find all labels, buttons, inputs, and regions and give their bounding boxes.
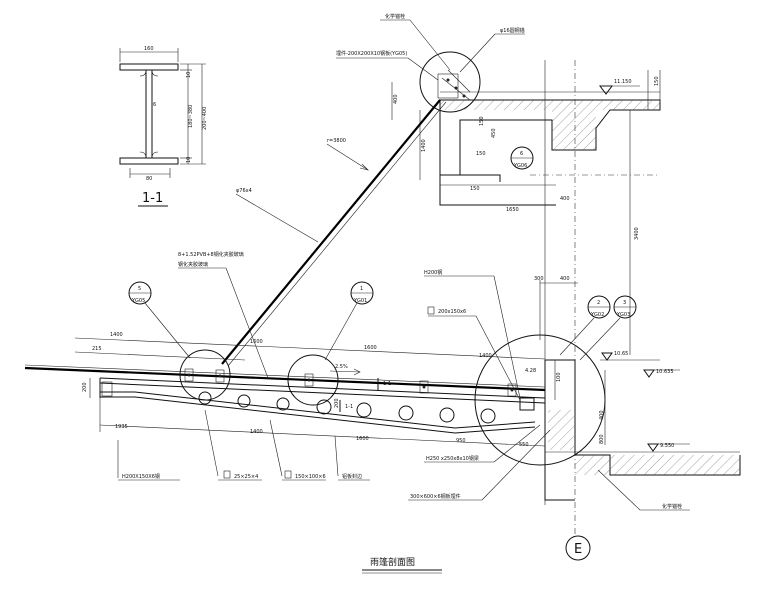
dim-215: 215 (92, 346, 102, 352)
dim-top-150c: 150 (470, 186, 480, 192)
callout-5-num: 5 (138, 286, 141, 292)
label-beam-top: H200钢 (424, 269, 442, 276)
callout-3-num: 3 (623, 300, 626, 306)
section-mark-1a: 1-1 (383, 381, 391, 387)
dim-200-mid: 200 (334, 398, 340, 408)
dim-400-v: 400 (599, 410, 605, 420)
label-top-plate: φ16圆钢锚 (500, 27, 525, 34)
dim-top-left-400: 400 (393, 94, 399, 104)
label-top-bolt: 化学锚栓 (385, 13, 405, 20)
dim-3400: 3400 (634, 227, 640, 240)
dim-100: 100 (556, 372, 562, 382)
label-glass: 8+1.52PVB+8钢化夹胶玻璃 (178, 251, 244, 258)
title: 雨篷剖面图 (370, 556, 415, 568)
dim-flange-top: 10 (186, 72, 192, 78)
dim-950: 950 (456, 438, 466, 444)
section-label: 1-1 (142, 191, 163, 206)
label-rod: φ76x4 (236, 188, 252, 194)
beam-dims: 1400 1600 1600 1400 215 200 200 1935 140… (74, 332, 546, 448)
dim-1400b: 1400 (479, 353, 492, 359)
dim-1935: 1935 (115, 424, 128, 430)
elev-1065: 10.65 (614, 351, 628, 357)
dim-1600a: 1600 (250, 339, 263, 345)
callout-1-num: 1 (360, 286, 363, 292)
tension-rod: φ76x4 r=3800 (221, 99, 447, 367)
dim-total-height: 200~400 (202, 107, 208, 130)
dim-400-col: 400 (560, 276, 570, 282)
label-bottom4: 铝板封边 (342, 473, 362, 480)
dim-428: 4.28 (525, 368, 536, 374)
label-tube: 200x150x6 (438, 309, 466, 315)
callout-6-num: 6 (520, 151, 523, 157)
dim-1600b: 1600 (364, 345, 377, 351)
label-bottom1: H200X150X6钢 (122, 473, 160, 480)
elev-10635: 10.635 (656, 369, 674, 375)
grid-axis-e: E (574, 542, 582, 557)
dim-flange-width: 160 (144, 46, 154, 52)
dim-bottom-width: 80 (146, 176, 152, 182)
drawing-title: 雨篷剖面图 (362, 556, 442, 574)
dim-flange-bottom: 10 (186, 157, 192, 163)
label-bottom6: 300×600×6钢板埋件 (410, 493, 461, 500)
dim-top-left-1400: 1400 (421, 139, 427, 152)
callout-5-ref: YG05 (131, 298, 145, 304)
dim-550: 550 (519, 442, 529, 448)
label-bottom2: 25×25×4 (234, 474, 258, 480)
section-mark-1b: 1-1 (345, 404, 353, 410)
dim-web: 6 (153, 102, 156, 108)
section-1-1: 160 6 10 10 180~380 200~400 80 1-1 (119, 46, 208, 207)
label-bottom5: H250 x250x8x10钢梁 (426, 455, 479, 462)
right-structure: 300 400 4.28 100 400 800 10.65 10.635 9.… (525, 276, 741, 561)
beam-callouts: 5 YG05 1 YG01 2 YG02 3 YG03 (128, 281, 637, 361)
callout-6-ref: YG06 (513, 163, 527, 169)
elev-11150: 11.150 (614, 79, 632, 85)
dim-400-right: 400 (560, 196, 570, 202)
label-right-bolt: 化学锚栓 (662, 503, 682, 510)
bottom-labels: H200X150X6钢 25×25×4 150×100×6 铝板封边 H250 … (117, 409, 551, 501)
label-slope: 2.5% (335, 364, 348, 370)
dim-top-right: 150 (654, 76, 660, 86)
dim-300: 300 (534, 276, 544, 282)
canopy-beam: 2.5% 1-1 1-1 (24, 334, 606, 466)
dim-top-150b: 150 (476, 151, 486, 157)
label-bottom3: 150×100×6 (295, 474, 326, 480)
glass-label: 8+1.52PVB+8钢化夹胶玻璃 钢化夹胶玻璃 H200钢 200x150x6 (178, 251, 521, 401)
callout-1-ref: YG01 (353, 298, 367, 304)
dim-200-left: 200 (82, 382, 88, 392)
callout-2-num: 2 (597, 300, 600, 306)
dim-web-height: 180~380 (188, 105, 194, 128)
callout-3-ref: YG03 (616, 312, 630, 318)
callout-2-ref: YG02 (590, 312, 604, 318)
label-top-embed: 埋件-200X200X10钢板(YG05) (336, 50, 407, 57)
dim-450: 450 (491, 128, 497, 138)
dim-top-150: 150 (479, 116, 485, 126)
label-glass2: 钢化夹胶玻璃 (178, 261, 208, 268)
dim-1600c: 1600 (356, 436, 369, 442)
dim-1650: 1650 (506, 207, 519, 213)
elev-9550: 9.550 (660, 443, 674, 449)
dim-800: 800 (599, 434, 605, 444)
dim-1400c: 1400 (250, 429, 263, 435)
label-radius: r=3800 (327, 138, 346, 144)
dim-1400a: 1400 (110, 332, 123, 338)
